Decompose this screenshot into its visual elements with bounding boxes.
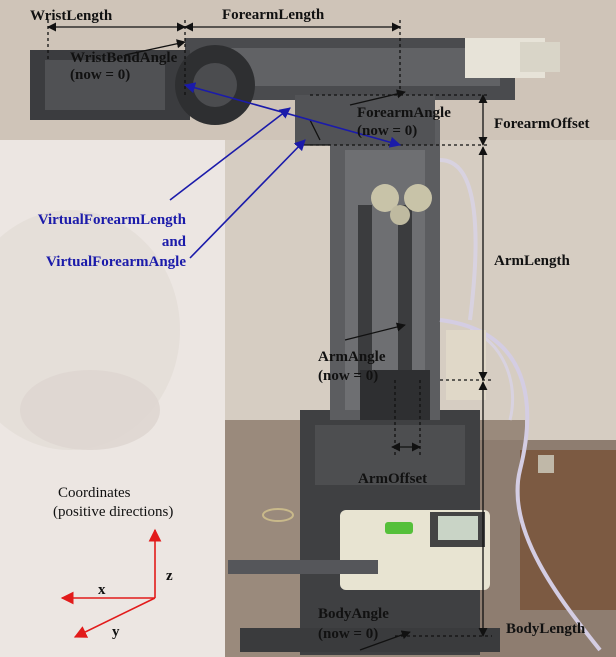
body-length-label: BodyLength	[506, 621, 586, 637]
labels: WristLength ForearmLength WristBendAngle…	[30, 7, 590, 642]
virtual-pointer-upper	[169, 107, 291, 201]
coordinates-title: Coordinates	[58, 485, 131, 501]
wrist-bend-angle-label: WristBendAngle	[70, 50, 178, 66]
wrist-bend-angle-arrow	[124, 39, 186, 56]
forearm-offset-label: ForearmOffset	[494, 116, 590, 132]
virtual-label-line1: VirtualForearmLength	[38, 212, 187, 228]
virtual-forearm-length-arrow	[183, 82, 402, 148]
forearm-angle-label: ForearmAngle	[357, 105, 451, 121]
virtual-pointer-lower	[189, 139, 306, 259]
wrist-bend-now-label: (now = 0)	[70, 67, 130, 83]
coordinates-subtitle: (positive directions)	[53, 504, 173, 520]
wrist-length-label: WristLength	[30, 8, 113, 24]
arm-angle-label: ArmAngle	[318, 349, 386, 365]
arm-angle-arrow	[344, 322, 406, 341]
coordinate-axes	[60, 528, 162, 638]
arm-angle-now-label: (now = 0)	[318, 368, 378, 384]
axis-x-label: x	[98, 582, 106, 598]
body-angle-now-label: (now = 0)	[318, 626, 378, 642]
forearm-length-label: ForearmLength	[222, 7, 325, 23]
axis-z-label: z	[166, 568, 173, 584]
virtual-forearm	[169, 82, 402, 259]
robot-arm	[30, 38, 602, 655]
body-angle-label: BodyAngle	[318, 606, 389, 622]
arm-length-label: ArmLength	[494, 253, 570, 269]
virtual-label-line3: VirtualForearmAngle	[46, 254, 186, 270]
axis-y-label: y	[112, 624, 120, 640]
y-axis-arrow	[73, 597, 156, 638]
arm-offset-label: ArmOffset	[358, 471, 427, 487]
gear	[371, 184, 399, 212]
forearm-angle-now-label: (now = 0)	[357, 123, 417, 139]
virtual-label-line2: and	[162, 234, 187, 250]
body-angle-arrow	[359, 630, 411, 651]
